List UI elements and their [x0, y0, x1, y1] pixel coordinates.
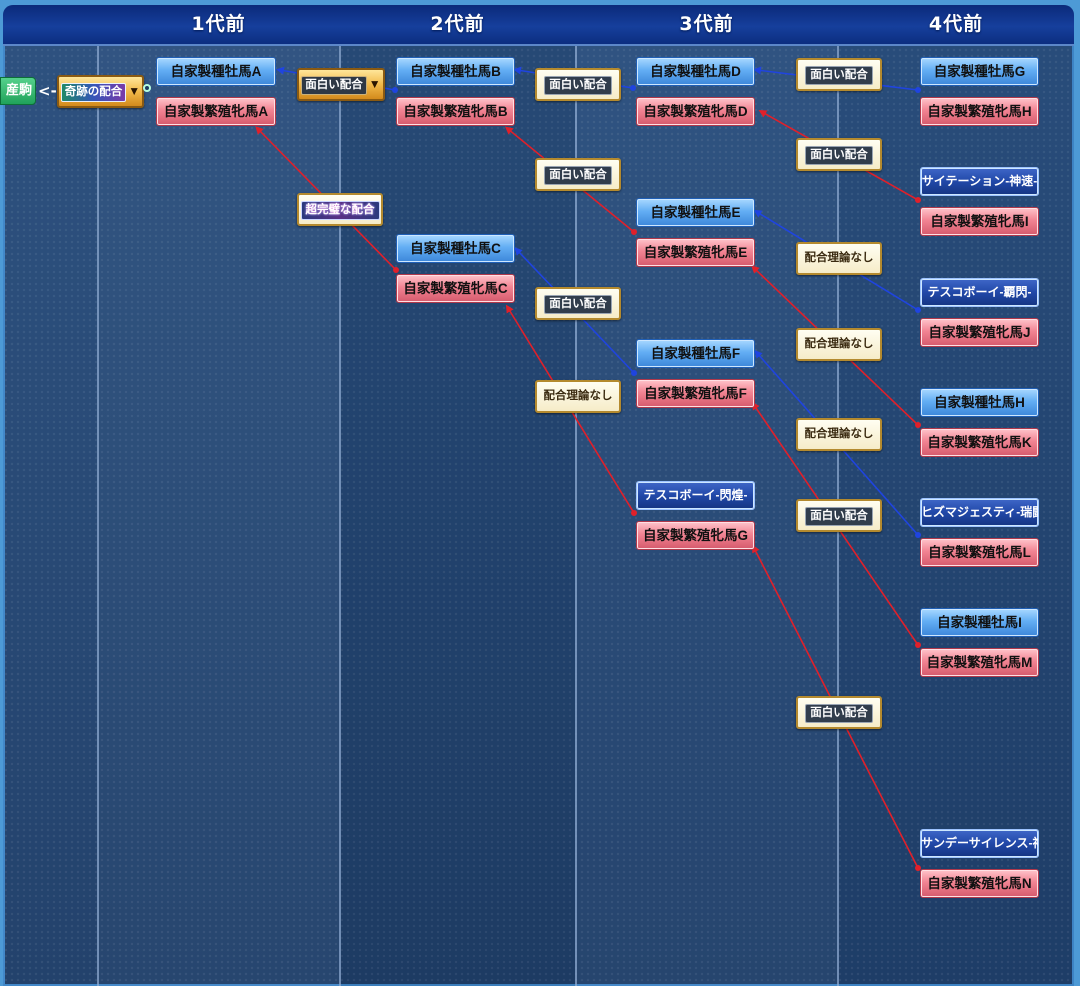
header-gen1: 1代前	[191, 13, 246, 35]
header-gen3: 3代前	[679, 13, 734, 35]
sire-card[interactable]: 自家製種牡馬I	[920, 608, 1039, 637]
sire-card[interactable]: 自家製種牡馬A	[156, 57, 276, 86]
sire-card[interactable]: 自家製種牡馬E	[636, 198, 755, 227]
mating-type-badge: 配合理論なし	[796, 418, 882, 451]
mating-type-badge: 配合理論なし	[796, 242, 882, 275]
mating-type-badge: 超完璧な配合	[297, 193, 383, 226]
connector-arrow-icon: <-	[38, 82, 57, 100]
mating-type-badge: 面白い配合	[535, 287, 621, 320]
mating-type-badge: 面白い配合	[796, 58, 882, 91]
mating-type-label: 面白い配合	[301, 76, 367, 95]
sire-card[interactable]: サンデーサイレンス-神速-	[920, 829, 1039, 858]
sire-card[interactable]: 自家製種牡馬H	[920, 388, 1039, 417]
sire-card[interactable]: 自家製種牡馬B	[396, 57, 515, 86]
foal-node[interactable]: 産駒	[0, 77, 36, 105]
mating-type-badge: 面白い配合	[796, 499, 882, 532]
miracle-mating-button[interactable]: 奇跡の配合▼	[57, 75, 144, 108]
header-gen4: 4代前	[928, 13, 984, 35]
mating-type-label: 面白い配合	[805, 704, 873, 723]
mating-type-label: 面白い配合	[544, 76, 612, 95]
mare-card[interactable]: 自家製繁殖牝馬N	[920, 869, 1039, 898]
mating-type-badge: 面白い配合	[535, 158, 621, 191]
mare-card[interactable]: 自家製繁殖牝馬H	[920, 97, 1039, 126]
connector-node-icon	[143, 84, 151, 92]
sire-card[interactable]: 自家製種牡馬C	[396, 234, 515, 263]
mating-type-label: 面白い配合	[544, 166, 612, 185]
mating-type-badge: 面白い配合	[535, 68, 621, 101]
miracle-mating-label: 奇跡の配合	[60, 83, 127, 102]
mating-type-badge: 配合理論なし	[796, 328, 882, 361]
column-band-foal	[3, 5, 97, 986]
sire-card[interactable]: ヒズマジェスティ-瑞闘-	[920, 498, 1039, 527]
mare-card[interactable]: 自家製繁殖牝馬I	[920, 207, 1039, 236]
mating-type-label: 面白い配合	[805, 146, 873, 165]
mating-type-badge: 面白い配合	[796, 696, 882, 729]
mare-card[interactable]: 自家製繁殖牝馬C	[396, 274, 515, 303]
sire-card[interactable]: テスコボーイ-覇閃-	[920, 278, 1039, 307]
sire-card[interactable]: サイテーション-神速-	[920, 167, 1039, 196]
sire-card[interactable]: 自家製種牡馬F	[636, 339, 755, 368]
mare-card[interactable]: 自家製繁殖牝馬A	[156, 97, 276, 126]
header-gen2: 2代前	[430, 13, 485, 35]
pedigree-panel: 1代前 2代前 3代前 4代前	[3, 5, 1074, 986]
mare-card[interactable]: 自家製繁殖牝馬D	[636, 97, 755, 126]
mating-type-badge: 面白い配合	[796, 138, 882, 171]
mare-card[interactable]: 自家製繁殖牝馬F	[636, 379, 755, 408]
sire-card[interactable]: 自家製種牡馬G	[920, 57, 1039, 86]
dropdown-arrow-icon: ▼	[368, 77, 381, 91]
mating-type-badge: 配合理論なし	[535, 380, 621, 413]
column-divider	[575, 5, 577, 986]
mating-type-label: 超完璧な配合	[300, 201, 380, 220]
sire-card[interactable]: 自家製種牡馬D	[636, 57, 755, 86]
mare-card[interactable]: 自家製繁殖牝馬E	[636, 238, 755, 267]
generation-header: 1代前 2代前 3代前 4代前	[3, 5, 1074, 46]
mare-card[interactable]: 自家製繁殖牝馬B	[396, 97, 515, 126]
mare-card[interactable]: 自家製繁殖牝馬M	[920, 648, 1039, 677]
column-divider	[339, 5, 341, 986]
mare-card[interactable]: 自家製繁殖牝馬L	[920, 538, 1039, 567]
column-divider	[97, 5, 99, 986]
mating-type-label: 面白い配合	[544, 295, 612, 314]
mating-type-button[interactable]: 面白い配合▼	[297, 68, 385, 101]
mare-card[interactable]: 自家製繁殖牝馬K	[920, 428, 1039, 457]
dropdown-arrow-icon: ▼	[128, 84, 141, 98]
mating-type-label: 面白い配合	[805, 507, 873, 526]
mating-type-label: 面白い配合	[805, 66, 873, 85]
mare-card[interactable]: 自家製繁殖牝馬J	[920, 318, 1039, 347]
sire-card[interactable]: テスコボーイ-閃煌-	[636, 481, 755, 510]
column-band-gen2	[340, 5, 575, 986]
column-band-gen1	[98, 5, 339, 986]
mare-card[interactable]: 自家製繁殖牝馬G	[636, 521, 755, 550]
